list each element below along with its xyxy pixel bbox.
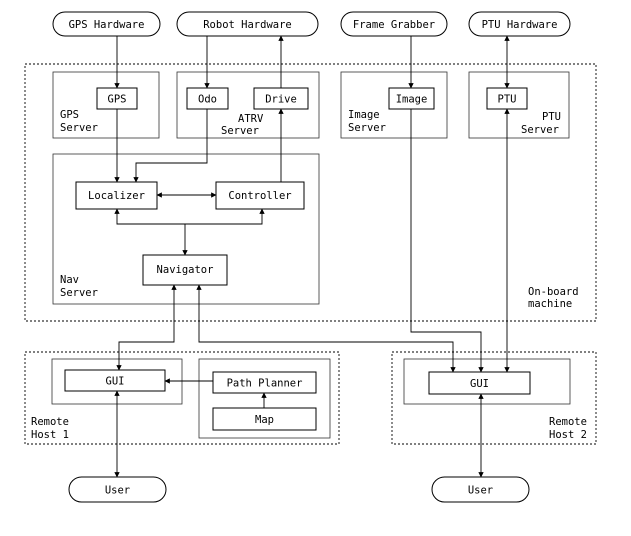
- frame-grabber-label: Frame Grabber: [353, 19, 435, 31]
- path-planner-module: Path Planner: [212, 371, 317, 394]
- user-1-label: User: [105, 485, 130, 497]
- ptu-module-label: PTU: [498, 94, 517, 106]
- nav-server-label-1: Nav: [60, 274, 79, 286]
- remote2-label-2: Host 2: [549, 429, 587, 441]
- connectors: [114, 35, 510, 478]
- user-2-node: User: [431, 476, 530, 503]
- map-module: Map: [212, 407, 317, 431]
- localizer-module-label: Localizer: [88, 190, 145, 202]
- user-1-node: User: [68, 476, 167, 503]
- onboard-label-1: On-board: [528, 286, 579, 298]
- drive-module: Drive: [253, 87, 309, 110]
- edge-navigator-remote2-gui: [196, 284, 456, 373]
- image-module-label: Image: [396, 94, 428, 106]
- gps-server-label-1: GPS: [60, 109, 79, 121]
- remote1-label-2: Host 1: [31, 429, 69, 441]
- controller-module-label: Controller: [228, 190, 291, 202]
- ptu-server-label-2: Server: [521, 124, 559, 136]
- remote1-gui-module: GUI: [64, 369, 166, 392]
- odo-module: Odo: [186, 87, 229, 110]
- controller-module: Controller: [215, 181, 305, 210]
- atrv-server-group: [176, 71, 320, 139]
- ptu-hardware-node: PTU Hardware: [468, 11, 571, 37]
- edge-odo-to-localizer: [133, 109, 208, 183]
- remote1-label-1: Remote: [31, 416, 69, 428]
- edge-nav-bus: [114, 208, 265, 225]
- ptu-server-label-1: PTU: [542, 111, 561, 123]
- map-label: Map: [255, 414, 274, 426]
- navigator-module: Navigator: [142, 254, 228, 286]
- gps-module: GPS: [96, 87, 138, 110]
- edge-image-to-remote2-gui: [410, 109, 484, 373]
- atrv-server-label-2: Server: [221, 125, 259, 137]
- remote1-gui-label: GUI: [106, 376, 125, 388]
- path-planner-label: Path Planner: [227, 378, 303, 390]
- remote2-gui-module: GUI: [428, 371, 531, 395]
- gps-hardware-label: GPS Hardware: [69, 19, 145, 31]
- robot-hardware-node: Robot Hardware: [176, 11, 319, 37]
- odo-module-label: Odo: [198, 94, 217, 106]
- frame-grabber-node: Frame Grabber: [340, 11, 448, 37]
- gps-server-label-2: Server: [60, 122, 98, 134]
- gps-server-group: [52, 71, 160, 139]
- nav-server-group: [52, 153, 320, 305]
- ptu-module: PTU: [486, 87, 528, 110]
- ptu-server-group: [468, 71, 570, 139]
- image-server-label-2: Server: [348, 122, 386, 134]
- image-server-group: [340, 71, 448, 139]
- remote2-label-1: Remote: [549, 416, 587, 428]
- remote-host-2-region: [391, 351, 597, 445]
- onboard-label-2: machine: [528, 298, 572, 310]
- user-2-label: User: [468, 485, 493, 497]
- nav-server-label-2: Server: [60, 287, 98, 299]
- localizer-module: Localizer: [75, 181, 158, 210]
- robot-hardware-label: Robot Hardware: [203, 19, 292, 31]
- atrv-server-label-1: ATRV: [238, 113, 264, 125]
- gps-module-label: GPS: [108, 94, 127, 106]
- edge-navigator-remote1-gui: [116, 284, 177, 371]
- ptu-hardware-label: PTU Hardware: [482, 19, 558, 31]
- image-module: Image: [388, 87, 435, 110]
- remote2-gui-group: [403, 358, 571, 405]
- image-server-label-1: Image: [348, 109, 380, 121]
- remote-host-1-region: [24, 351, 340, 445]
- drive-module-label: Drive: [265, 94, 297, 106]
- gps-hardware-node: GPS Hardware: [52, 11, 161, 37]
- remote2-gui-label: GUI: [470, 378, 489, 390]
- navigator-module-label: Navigator: [157, 264, 214, 276]
